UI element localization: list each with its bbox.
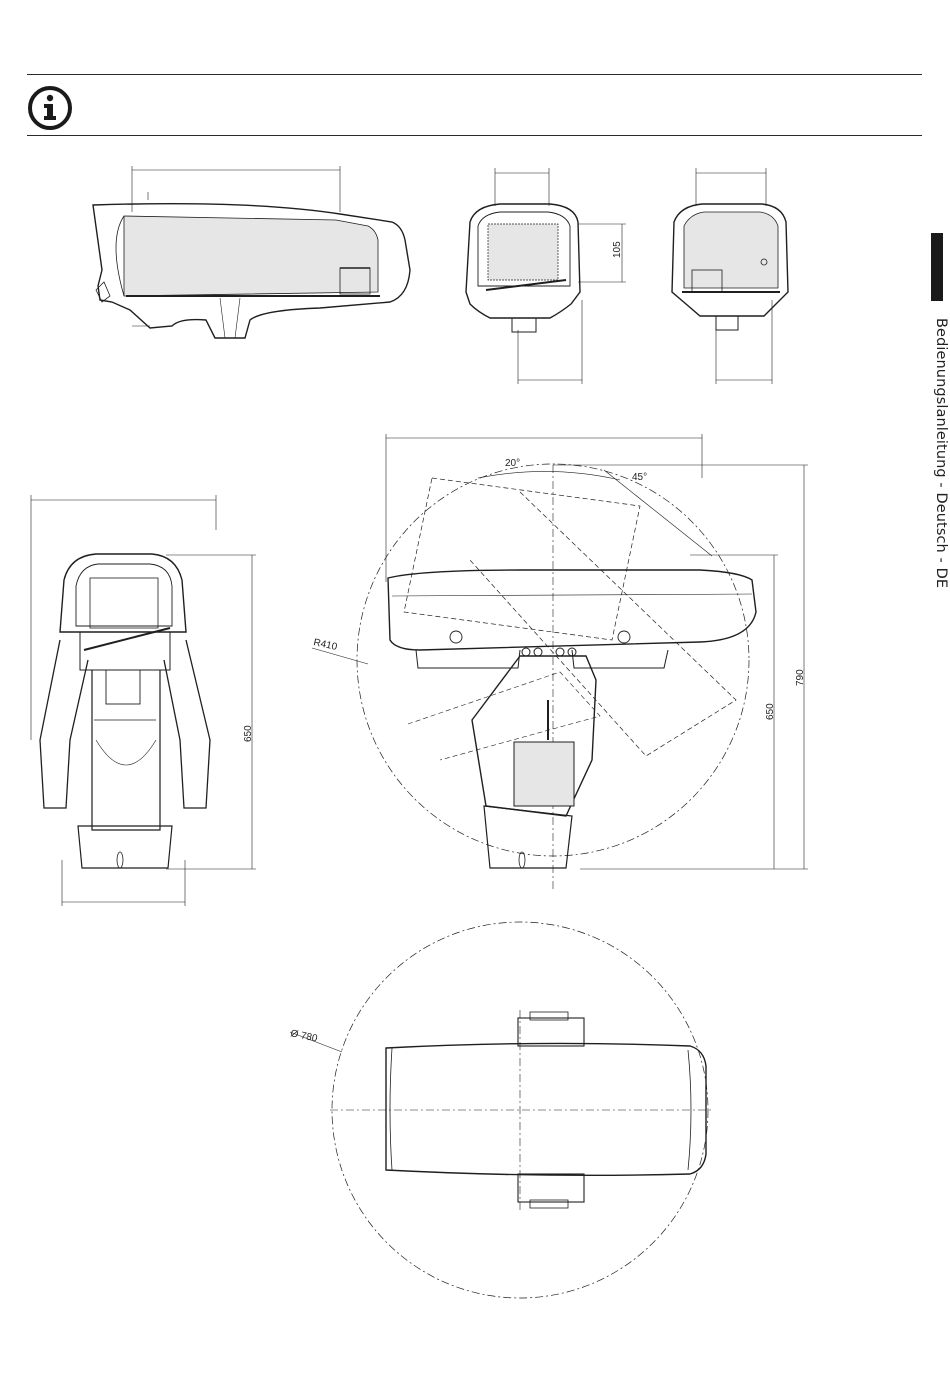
dim-top-diameter: Ø 780 bbox=[289, 1028, 318, 1045]
unit-top-view bbox=[290, 922, 712, 1298]
dim-front-height: 105 bbox=[612, 241, 623, 258]
dim-side-height-inner: 650 bbox=[765, 703, 776, 720]
dim-tilt-up: 20° bbox=[505, 458, 520, 469]
housing-front-view bbox=[466, 168, 626, 384]
dim-swing-radius: R410 bbox=[312, 637, 338, 653]
dim-tilt-down: 45° bbox=[632, 472, 647, 483]
housing-side-view bbox=[93, 166, 410, 338]
dim-side-height-outer: 790 bbox=[795, 669, 806, 686]
unit-front-view bbox=[31, 495, 256, 906]
dim-front-unit-height: 650 bbox=[243, 725, 254, 742]
unit-side-view bbox=[312, 434, 808, 890]
housing-rear-view bbox=[672, 168, 788, 384]
